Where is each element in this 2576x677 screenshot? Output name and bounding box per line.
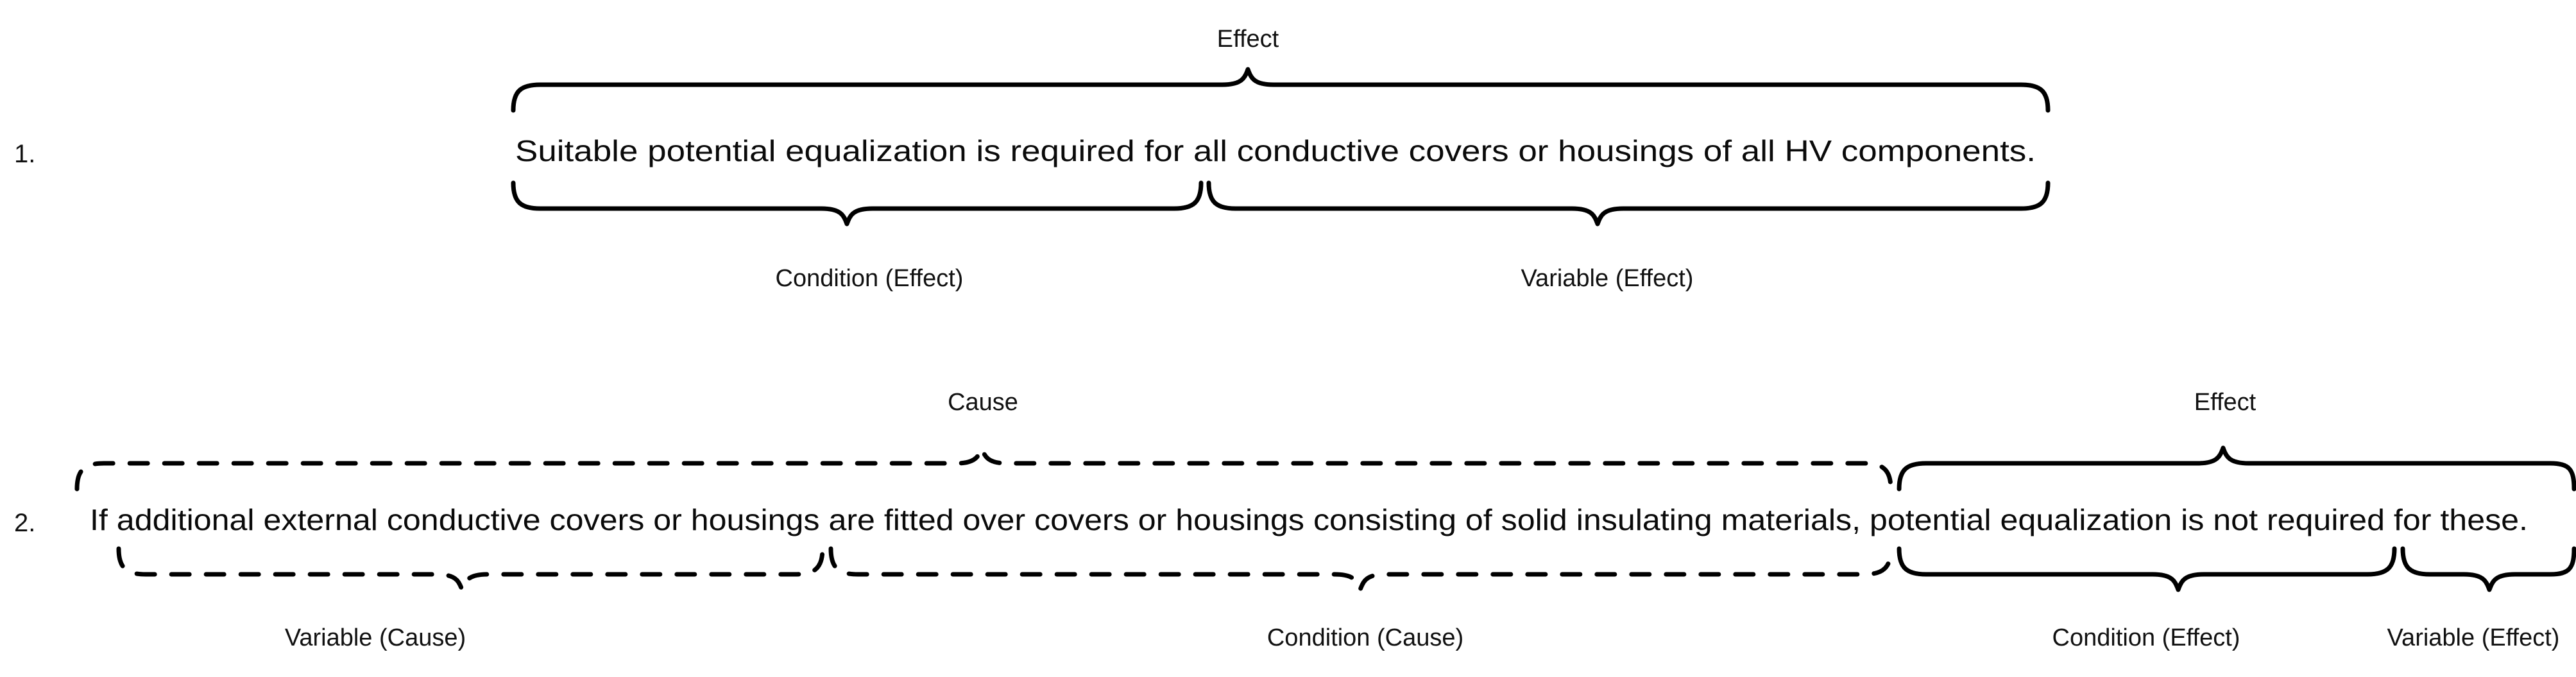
list-number-1: 1. — [14, 140, 36, 168]
row2-top-brace-effect — [1897, 445, 2576, 492]
sentence-1: Suitable potential equalization is requi… — [515, 134, 2036, 167]
row2-label-variable-effect: Variable (Effect) — [2387, 624, 2560, 651]
row1-label-condition-effect: Condition (Effect) — [775, 265, 964, 292]
row1-bottom-brace-variable-effect — [1206, 180, 2051, 227]
row1-label-variable-effect: Variable (Effect) — [1521, 265, 1694, 292]
row2-top-label-effect: Effect — [2194, 389, 2256, 416]
row2-label-variable-cause: Variable (Cause) — [284, 624, 466, 651]
row2-bottom-brace-condition-cause — [828, 546, 1893, 592]
sentence-2: If additional external conductive covers… — [90, 503, 2528, 536]
row2-top-brace-cause — [74, 445, 1893, 492]
row1-top-label-effect: Effect — [1216, 26, 1279, 53]
row2-top-label-cause: Cause — [948, 389, 1018, 416]
row2-bottom-brace-condition-effect — [1897, 546, 2397, 592]
row2-label-condition-cause: Condition (Cause) — [1267, 624, 1464, 651]
list-number-2: 2. — [14, 509, 36, 537]
row2-label-condition-effect: Condition (Effect) — [2052, 624, 2240, 651]
row2-bottom-brace-variable-effect — [2400, 546, 2576, 592]
row1-bottom-brace-condition-effect — [511, 180, 1204, 227]
row2-bottom-brace-variable-cause — [116, 546, 825, 592]
row1-top-brace-effect — [511, 67, 2051, 113]
